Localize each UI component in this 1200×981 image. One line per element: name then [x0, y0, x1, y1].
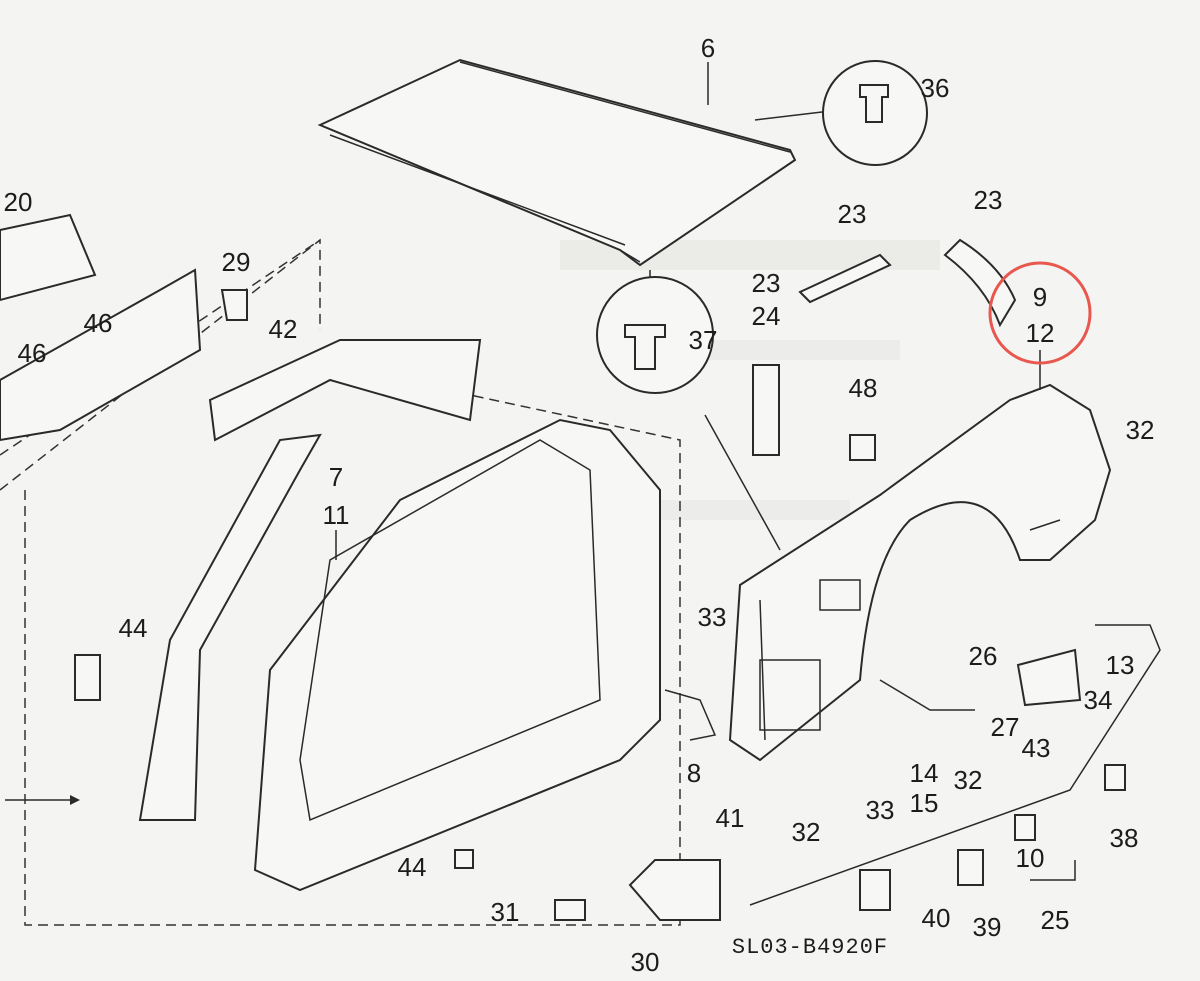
callout-13: 13 — [1106, 650, 1135, 680]
assembly-box-left — [0, 238, 681, 926]
molding-23 — [798, 253, 892, 304]
callout-46: 46 — [84, 308, 113, 338]
bracket-40 — [859, 869, 891, 911]
spring-10 — [1014, 814, 1036, 841]
callout-30: 30 — [631, 947, 660, 977]
molding-24 — [752, 364, 780, 456]
callout-40: 40 — [922, 903, 951, 933]
callout-11: 11 — [323, 500, 350, 530]
callout-23: 23 — [974, 185, 1003, 215]
callout-15: 15 — [910, 788, 939, 818]
side-outer-panel — [138, 418, 661, 892]
rocker-46 — [0, 268, 202, 442]
callout-36: 36 — [921, 73, 950, 103]
callout-32: 32 — [954, 765, 983, 795]
bracket-29 — [220, 289, 248, 321]
callout-32: 32 — [792, 817, 821, 847]
callout-46: 46 — [18, 338, 47, 368]
rod-8 — [664, 689, 717, 741]
cap-31 — [554, 899, 586, 921]
callout-32: 32 — [1126, 415, 1155, 445]
callout-33: 33 — [866, 795, 895, 825]
rear-fender-panel — [728, 383, 1112, 762]
callout-31: 31 — [491, 897, 520, 927]
callout-38: 38 — [1110, 823, 1139, 853]
callout-6: 6 — [701, 33, 715, 63]
callout-25: 25 — [1041, 905, 1070, 935]
hinge-44 — [74, 654, 101, 701]
callout-39: 39 — [973, 912, 1002, 942]
latch-39 — [957, 849, 984, 886]
callout-43: 43 — [1022, 733, 1051, 763]
clip-37 — [624, 324, 666, 370]
callout-48: 48 — [849, 373, 878, 403]
roof-panel — [317, 58, 797, 267]
callout-20: 20 — [4, 187, 33, 217]
highlight-circle — [988, 261, 1092, 365]
callout-23: 23 — [752, 268, 781, 298]
clip-48 — [849, 434, 876, 461]
callout-9: 9 — [1033, 282, 1047, 312]
callout-44: 44 — [119, 613, 148, 643]
callout-14: 14 — [910, 758, 939, 788]
callout-24: 24 — [752, 301, 781, 331]
callout-10: 10 — [1016, 843, 1045, 873]
callout-41: 41 — [716, 803, 745, 833]
callout-29: 29 — [222, 247, 251, 277]
callout-44: 44 — [398, 852, 427, 882]
cable-14-15 — [879, 679, 975, 711]
bolt-44 — [454, 849, 474, 869]
callout-26: 26 — [969, 641, 998, 671]
callout-37: 37 — [689, 325, 718, 355]
roof-rail — [208, 339, 482, 442]
callout-34: 34 — [1084, 685, 1113, 715]
callout-42: 42 — [269, 314, 298, 344]
fuel-lid-13 — [1016, 648, 1082, 707]
clip-36 — [859, 84, 889, 123]
striker-30 — [628, 859, 721, 921]
callout-7: 7 — [329, 462, 343, 492]
callout-23: 23 — [838, 199, 867, 229]
figure-code: SL03-B4920F — [732, 935, 888, 960]
panel-20 — [0, 213, 97, 302]
callout-27: 27 — [991, 712, 1020, 742]
clip-38 — [1104, 764, 1126, 791]
callout-8: 8 — [687, 758, 701, 788]
callout-33: 33 — [698, 602, 727, 632]
callout-labels: 6 36 23 23 23 24 9 12 37 48 32 20 29 42 … — [4, 33, 1155, 977]
callout-12: 12 — [1026, 318, 1055, 348]
molding-23-rear — [943, 238, 1017, 328]
cable-25 — [749, 624, 1161, 906]
